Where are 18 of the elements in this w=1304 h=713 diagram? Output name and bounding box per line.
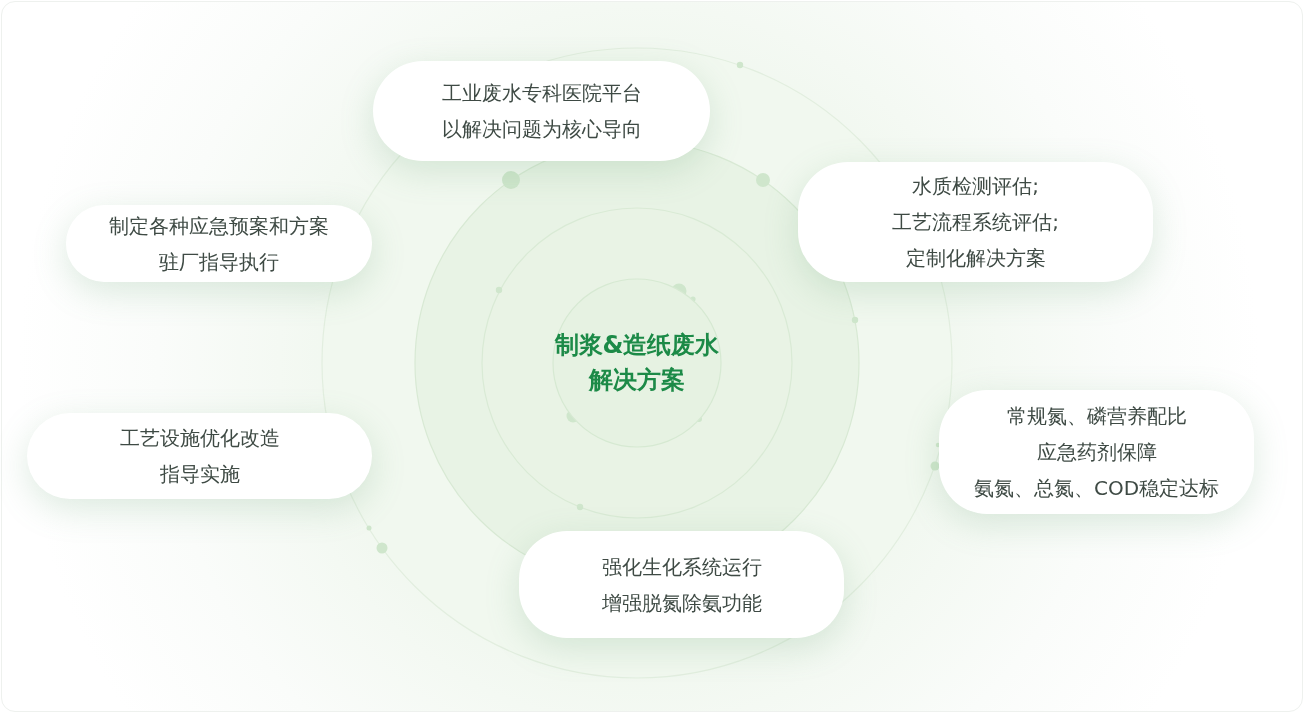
service-pill [519,531,844,638]
service-text: 常规氮、磷营养配比 [1006,403,1187,430]
service-text: 增强脱氮除氨功能 [601,589,762,617]
service-text: 应急药剂保障 [1036,439,1157,466]
service-pill [939,390,1254,514]
service-text: 氨氮、总氮、COD稳定达标 [973,475,1220,502]
center-circle [552,278,722,448]
service-text: 驻厂指导执行 [159,248,279,276]
service-text: 指导实施 [159,461,240,488]
service-text: 水质检测评估; [912,173,1039,200]
service-text: 工艺流程系统评估; [892,209,1059,236]
service-text: 以解决问题为核心导向 [441,116,642,143]
service-text: 工艺设施优化改造 [119,425,280,452]
service-text: 制定各种应急预案和方案 [109,212,329,240]
service-text: 强化生化系统运行 [601,553,762,581]
center-title: 制浆&造纸废水解决方案 [553,330,721,396]
service-text: 定制化解决方案 [905,245,1046,272]
service-text: 工业废水专科医院平台 [441,80,642,107]
